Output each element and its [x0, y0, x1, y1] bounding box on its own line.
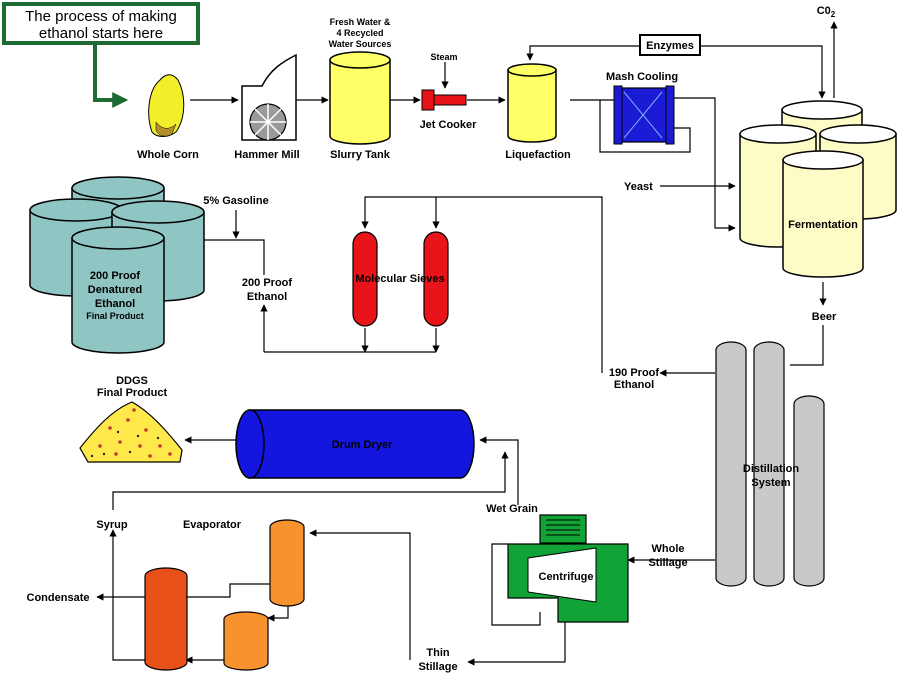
whole-stillage-label-2: Stillage [648, 557, 687, 569]
distillation-label-1: Distillation [743, 463, 800, 475]
gasoline-label: 5% Gasoline [203, 195, 268, 207]
fermentation-tanks-icon [739, 100, 897, 278]
drum-dryer-icon [235, 409, 475, 479]
co2-main: C0 [817, 5, 831, 17]
beer-label: Beer [812, 311, 837, 323]
mash-cooling-label: Mash Cooling [606, 71, 678, 83]
hammer-mill-label: Hammer Mill [234, 149, 299, 161]
tank-200-label-2: Denatured [88, 284, 142, 296]
final-product-tanks-icon [29, 176, 205, 354]
centrifuge-icon [507, 514, 629, 623]
wet-grain-label: Wet Grain [486, 503, 538, 515]
jet-cooker-icon [421, 89, 467, 111]
slurry-tank-label: Slurry Tank [330, 149, 391, 161]
molecular-sieves-label: Molecular Sieves [355, 273, 444, 285]
tank-200-label-4: Final Product [86, 311, 144, 321]
thin-stillage-label-1: Thin [426, 647, 449, 659]
evaporator-label: Evaporator [183, 519, 242, 531]
thin-stillage-label-2: Stillage [418, 661, 457, 673]
tank-200-label-3: Ethanol [95, 298, 135, 310]
enzymes-box [639, 34, 701, 56]
fermentation-label: Fermentation [788, 219, 858, 231]
drum-dryer-label: Drum Dryer [332, 439, 393, 451]
molecular-sieves-icon [352, 231, 449, 327]
centrifuge-label: Centrifuge [539, 571, 594, 583]
slurry-tank-icon [329, 51, 391, 145]
ddgs-pile-icon [79, 401, 183, 463]
tank-200-label-1: 200 Proof [90, 270, 140, 282]
proof-200-label-2: Ethanol [247, 291, 287, 303]
whole-corn-label: Whole Corn [137, 149, 199, 161]
hammer-mill-icon [241, 53, 297, 141]
steam-label: Steam [430, 52, 457, 62]
distillation-label-2: System [751, 477, 790, 489]
co2-label: C02 [817, 5, 836, 19]
proof-200-label-1: 200 Proof [242, 277, 292, 289]
enzymes-label: Enzymes [646, 40, 694, 52]
yeast-label: Yeast [624, 181, 653, 193]
start-callout-line1: The process of making [25, 8, 177, 25]
start-callout: The process of making ethanol starts her… [2, 2, 200, 45]
fresh-water-label-1: Fresh Water & [330, 17, 391, 27]
proof-190-label-1: 190 Proof [609, 367, 659, 379]
flow-lines [96, 21, 838, 666]
syrup-label: Syrup [96, 519, 127, 531]
mash-cooling-icon [613, 85, 675, 145]
distillation-columns-icon [715, 341, 825, 587]
whole-corn-icon [148, 74, 185, 137]
ddgs-label-2: Final Product [97, 387, 168, 399]
fresh-water-label-2: 4 Recycled [336, 28, 383, 38]
liquefaction-tank-icon [507, 63, 557, 143]
fresh-water-label-3: Water Sources [329, 39, 392, 49]
whole-stillage-label-1: Whole [652, 543, 685, 555]
evaporator-icon [144, 519, 305, 671]
proof-190-label-2: Ethanol [614, 379, 654, 391]
start-callout-line2: ethanol starts here [38, 25, 164, 42]
condensate-label: Condensate [27, 592, 90, 604]
start-arrow [93, 45, 129, 108]
jet-cooker-label: Jet Cooker [420, 119, 478, 131]
liquefaction-label: Liquefaction [505, 149, 571, 161]
ddgs-label-1: DDGS [116, 375, 148, 387]
co2-sub: 2 [831, 10, 836, 19]
